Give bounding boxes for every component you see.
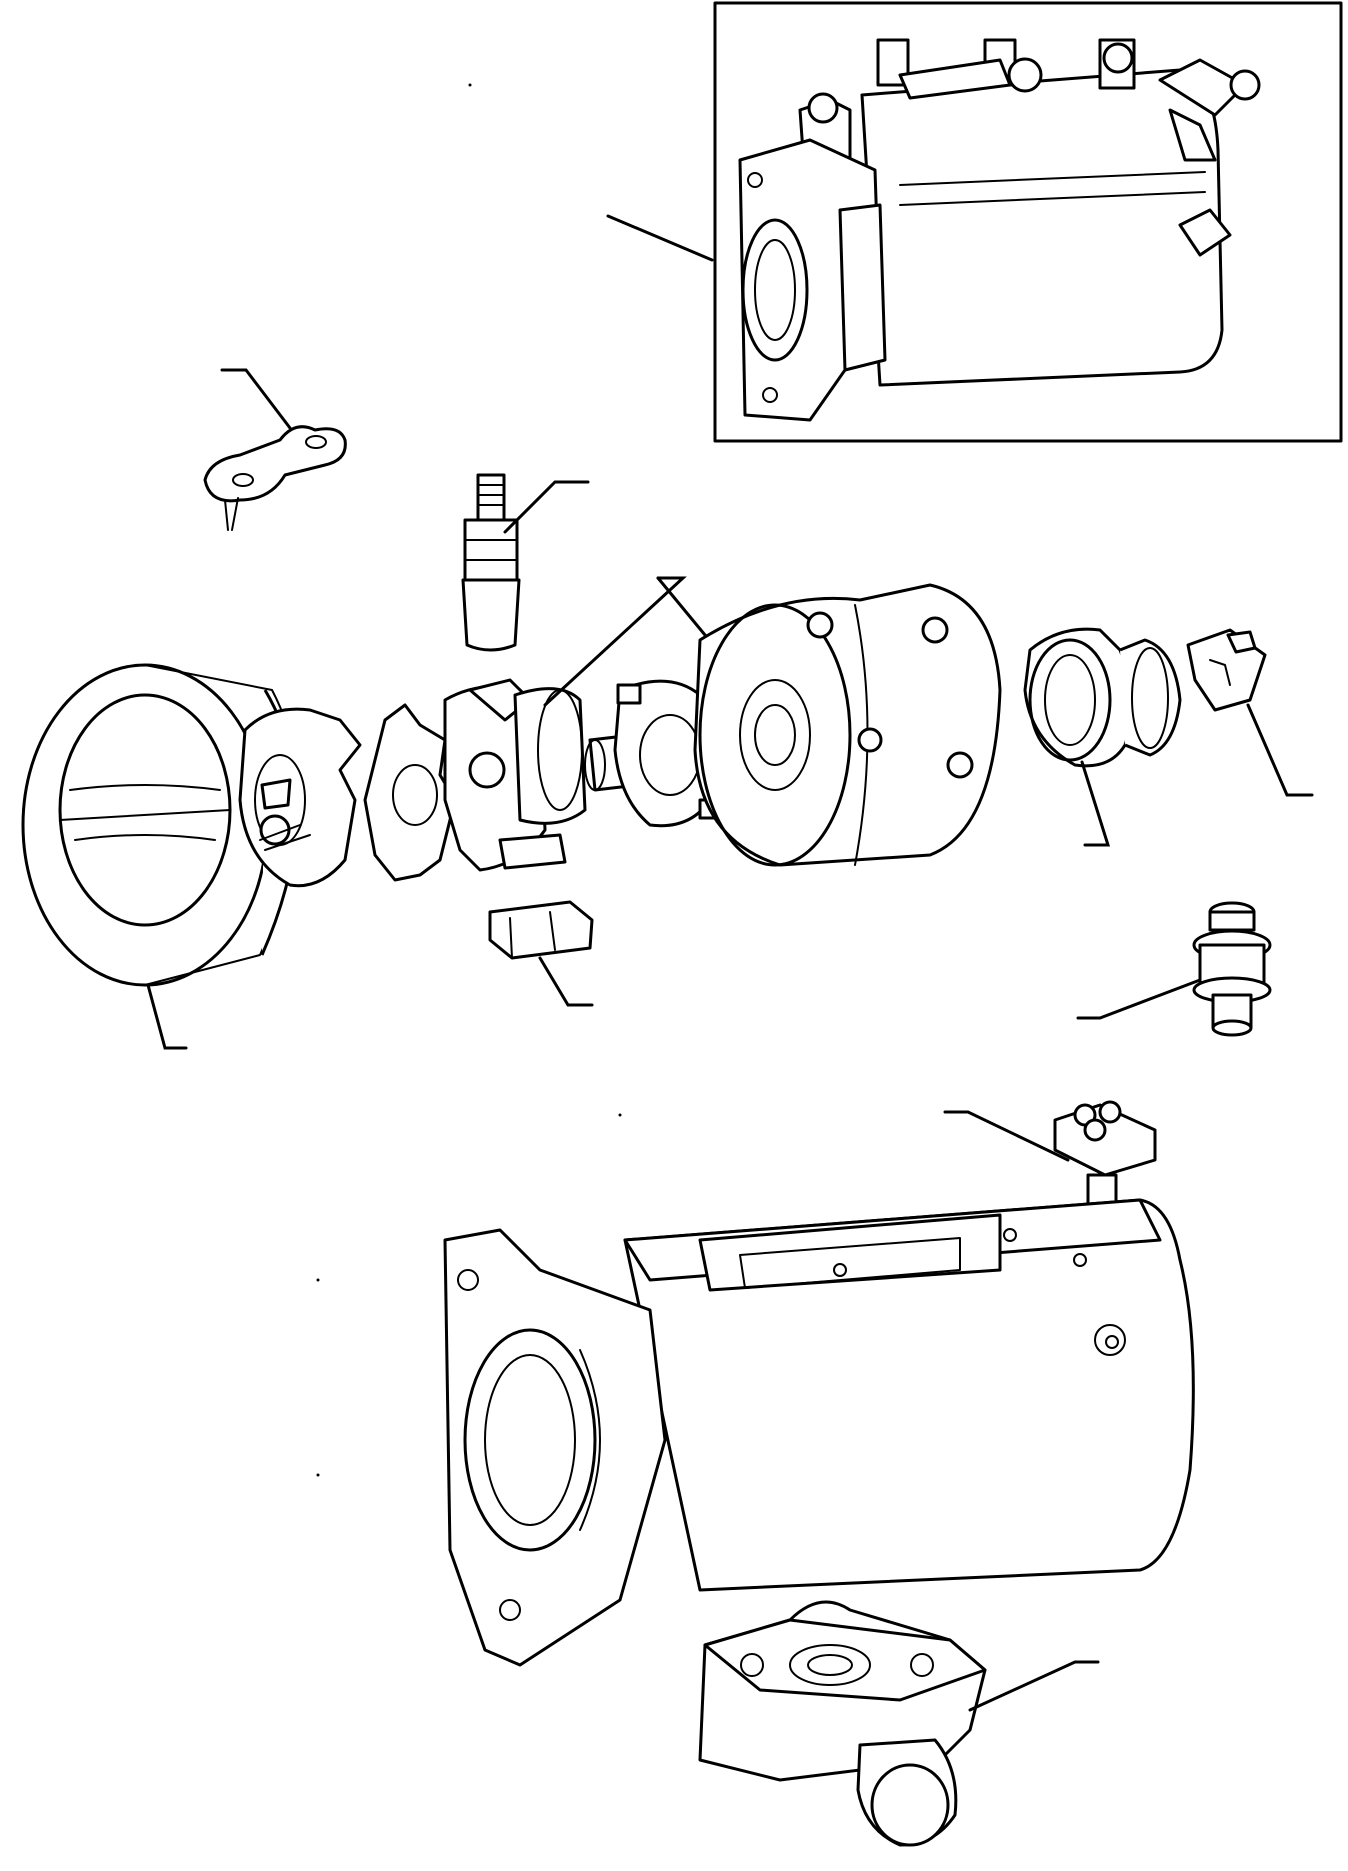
leader-shut-off-shaft	[943, 1110, 1070, 1162]
leader-delivery-valve	[1076, 978, 1202, 1020]
leader-regulator-slide	[1246, 703, 1314, 797]
vent-screw-icon	[461, 473, 521, 652]
advance-unit-icon	[698, 1600, 987, 1847]
scan-specks	[316, 83, 622, 1477]
lock-plate-icon	[203, 425, 347, 531]
regulator-slide-icon	[1186, 628, 1267, 712]
rotor-and-hydraulic-head-icon	[238, 678, 727, 888]
hydraulic-head-icon	[693, 583, 1002, 867]
leader-rotor-a	[543, 576, 687, 707]
pump-housing-icon	[443, 1198, 1195, 1667]
end-plate-sleeve-icon	[1023, 627, 1182, 768]
leader-drive-shoe	[538, 956, 594, 1007]
leader-advance-unit	[968, 1660, 1100, 1712]
leader-end-plate-sleeve	[1080, 760, 1111, 847]
delivery-valve-icon	[1192, 901, 1272, 1037]
assembled-fuel-injection-pump-icon	[713, 1, 1343, 443]
leader-vent-screw	[503, 480, 590, 534]
drive-shoe-icon	[488, 900, 594, 960]
leader-cam-ring	[146, 983, 188, 1050]
leader-lock-plate	[220, 368, 292, 430]
leader-assembled-pump	[606, 214, 714, 262]
leader-lines	[146, 214, 1314, 1712]
leader-rotor-b	[656, 576, 707, 637]
